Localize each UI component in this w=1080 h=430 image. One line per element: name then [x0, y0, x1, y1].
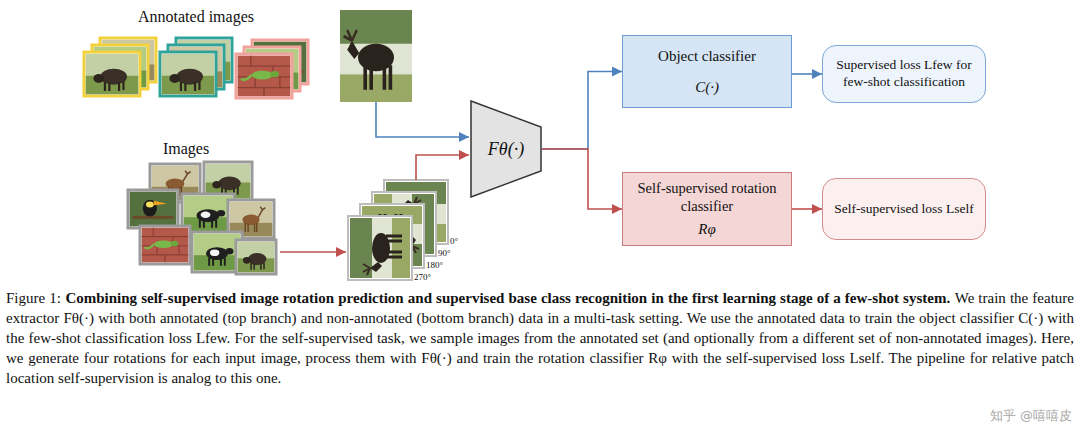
photo-frame	[236, 54, 292, 98]
input-arrow	[376, 102, 469, 137]
photo	[238, 56, 291, 97]
photo-frame	[128, 190, 178, 228]
photo	[86, 54, 139, 95]
angle-label: 0°	[450, 236, 458, 246]
node-label: Supervised loss Lfew for few-shot classi…	[831, 57, 977, 91]
rotated-photo	[350, 218, 410, 278]
node-symbol: Rφ	[698, 220, 715, 239]
angle-label: 270°	[414, 272, 431, 282]
rotation	[350, 218, 410, 278]
flow-arrow	[792, 73, 822, 75]
figure-caption: Figure 1:Combining self-supervised image…	[6, 288, 1074, 388]
rotated-frame	[348, 216, 412, 280]
photo	[194, 234, 241, 271]
classifier-box: Object classifierC(·)	[622, 35, 792, 108]
photo-frame	[84, 52, 140, 96]
photo-frame	[140, 226, 190, 264]
figure-number: Figure 1:	[6, 290, 61, 306]
node-symbol: C(·)	[695, 78, 719, 97]
group-heading: Annotated images	[138, 8, 254, 26]
angle-label: 90°	[438, 248, 451, 258]
input-arrow	[416, 155, 469, 180]
flow-arrow	[542, 149, 622, 209]
node-label: Object classifier	[658, 47, 756, 66]
loss-box: Self-supervised loss Lself	[822, 178, 986, 240]
watermark: 知乎 @嘻嘻皮	[990, 409, 1072, 424]
trapezoid-shape	[471, 101, 541, 197]
loss-box: Supervised loss Lfew for few-shot classi…	[822, 45, 986, 103]
node-label: Self-supervised loss Lself	[834, 201, 973, 218]
sample-arrow	[280, 251, 346, 253]
node-label: Self-supervised rotation classifier	[631, 179, 783, 215]
flow-arrow	[542, 72, 622, 150]
photo-frame	[236, 240, 276, 274]
photo	[162, 54, 215, 95]
photo	[238, 242, 275, 273]
classifier-box: Self-supervised rotation classifierRφ	[622, 172, 792, 246]
moose-photo	[340, 10, 412, 102]
feature-extractor: Fθ(·)	[470, 100, 542, 198]
angle-label: 180°	[426, 260, 443, 270]
node-label: Fθ(·)	[488, 138, 524, 161]
photo-frame	[160, 52, 216, 96]
photo	[142, 228, 189, 263]
photo	[130, 192, 177, 227]
flow-arrow	[792, 208, 822, 210]
caption-title: Combining self-supervised image rotation…	[65, 290, 950, 306]
group-heading: Images	[163, 140, 209, 158]
